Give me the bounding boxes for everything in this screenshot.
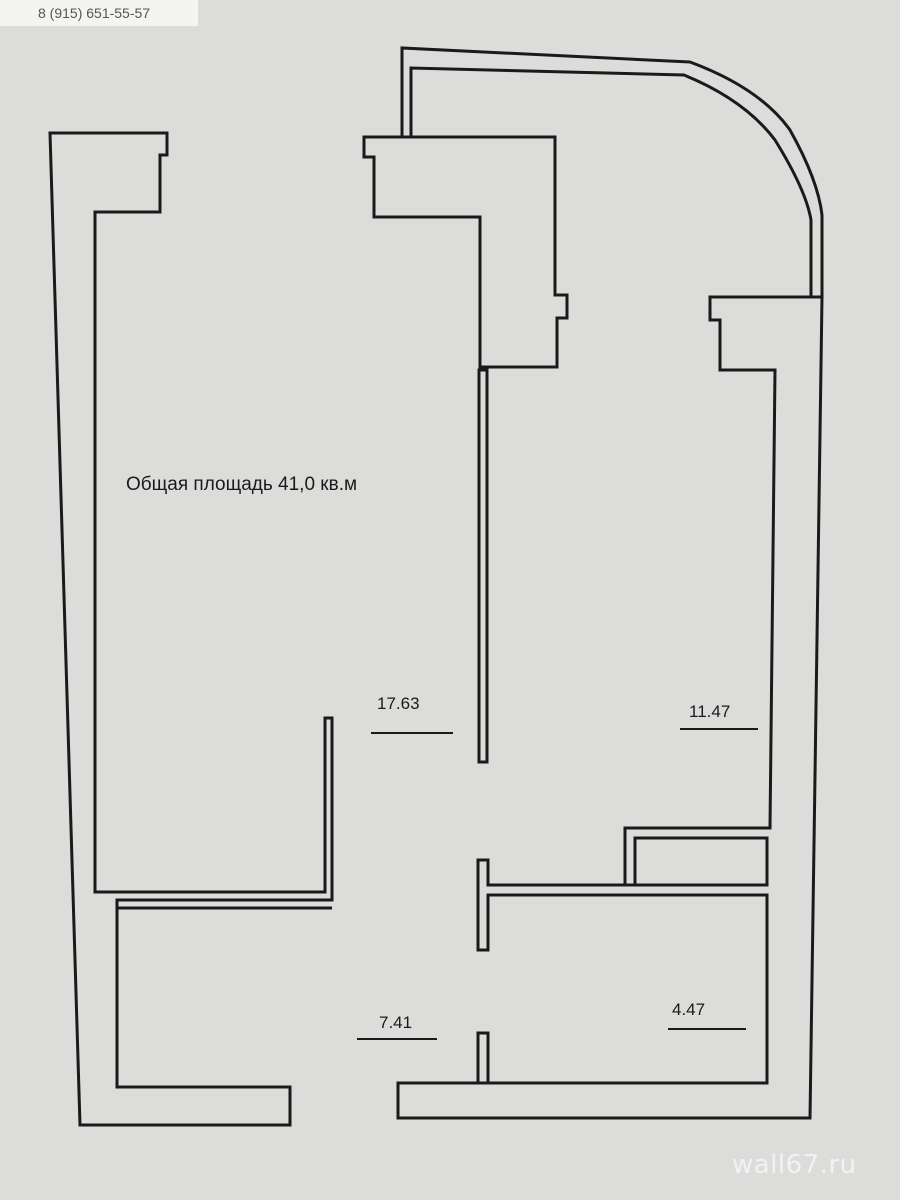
room-area-bath: 4.47 [672,1000,706,1019]
room-area-hall-underline [357,1038,437,1040]
site-watermark: wall67.ru [732,1150,857,1180]
room-area-hall: 7.41 [379,1013,413,1032]
bath-door-jamb [476,1031,490,1085]
balcony-outer [400,46,824,297]
central-top-block [362,135,569,369]
room-area-main: 17.63 [377,694,420,713]
left-outer-wall [48,131,334,1127]
room-area-kitchen: 11.47 [689,702,731,721]
room-area-bath-underline [668,1028,746,1030]
right-outer-wall [396,295,824,1120]
room-area-kitchen-underline [680,728,758,730]
balcony-inner [409,66,813,297]
phone-number: 8 (915) 651-55-57 [0,0,198,26]
room-area-main-underline [371,732,453,734]
total-area-label: Общая площадь 41,0 кв.м [126,474,358,495]
main-kitchen-partition [477,368,489,764]
